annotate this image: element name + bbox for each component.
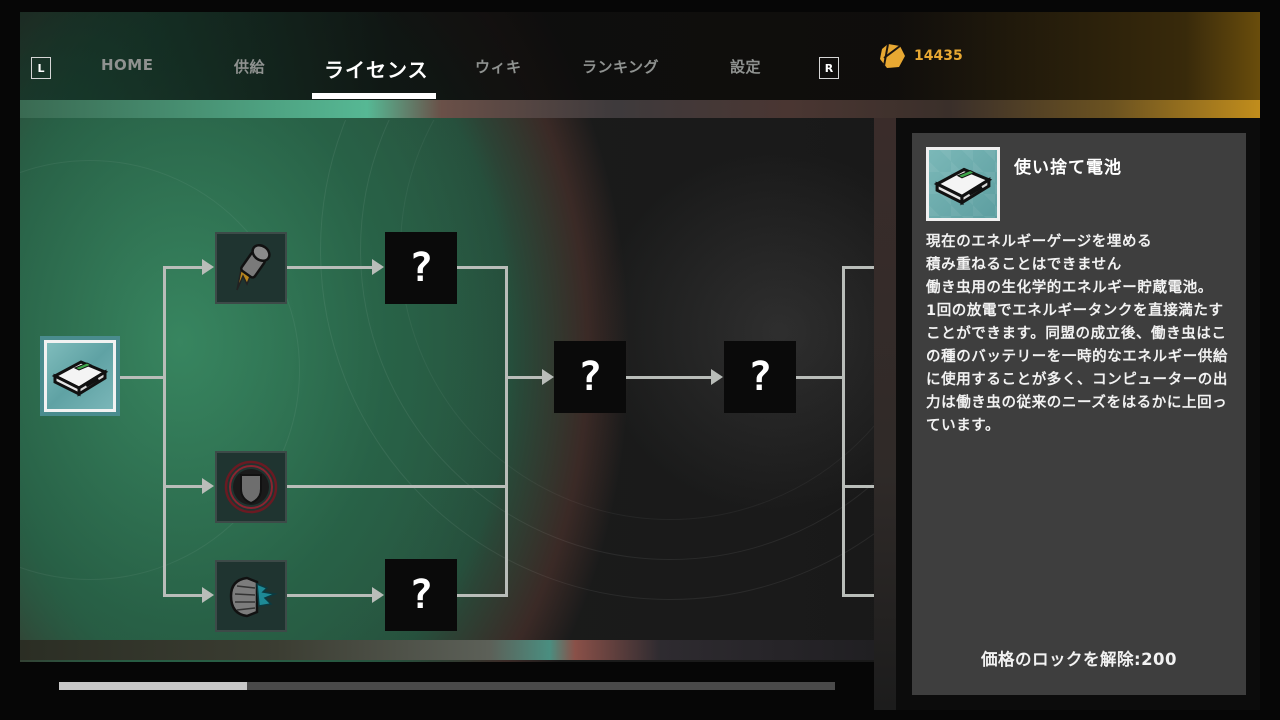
arrow-icon bbox=[711, 369, 723, 385]
tree-bottom-edge bbox=[20, 640, 874, 660]
question-mark-icon: ? bbox=[408, 245, 434, 291]
active-tab-indicator bbox=[312, 93, 436, 99]
item-icon-frame bbox=[926, 147, 1000, 221]
question-mark-icon: ? bbox=[577, 354, 603, 400]
question-mark-icon: ? bbox=[747, 354, 773, 400]
tab-supply[interactable]: 供給 bbox=[234, 58, 266, 76]
prev-tab-button[interactable]: L bbox=[31, 57, 51, 79]
tree-node-locked[interactable]: ? bbox=[724, 341, 796, 413]
tab-settings[interactable]: 設定 bbox=[730, 58, 762, 76]
connector bbox=[842, 266, 874, 269]
tree-node-battery[interactable] bbox=[40, 336, 120, 416]
punch-icon bbox=[229, 576, 278, 618]
shield-icon bbox=[224, 460, 278, 514]
connector bbox=[163, 266, 166, 596]
arrow-icon bbox=[542, 369, 554, 385]
question-mark-icon: ? bbox=[408, 572, 434, 618]
next-tab-button[interactable]: R bbox=[819, 57, 839, 79]
tree-node-locked[interactable]: ? bbox=[385, 232, 457, 304]
connector bbox=[287, 266, 373, 269]
connector bbox=[796, 376, 844, 379]
connector bbox=[118, 376, 164, 379]
arrow-icon bbox=[202, 587, 214, 603]
connector bbox=[457, 266, 507, 269]
arrow-icon bbox=[202, 478, 214, 494]
top-nav-bar bbox=[20, 12, 1260, 100]
connector bbox=[505, 376, 543, 379]
arrow-icon bbox=[372, 587, 384, 603]
connector bbox=[842, 594, 874, 597]
tab-license[interactable]: ライセンス bbox=[324, 58, 429, 82]
license-tree: ? ? ? ? bbox=[20, 118, 874, 640]
tree-node-shield[interactable] bbox=[215, 451, 287, 523]
top-nav-stripe bbox=[20, 100, 1260, 118]
connector bbox=[287, 485, 507, 488]
connector bbox=[457, 594, 507, 597]
connector bbox=[842, 485, 874, 488]
connector bbox=[163, 485, 203, 488]
tree-node-locked[interactable]: ? bbox=[554, 341, 626, 413]
connector bbox=[163, 266, 203, 269]
currency-value: 14435 bbox=[914, 48, 963, 64]
connector bbox=[842, 266, 845, 597]
currency-display: 14435 bbox=[878, 42, 963, 70]
top-nav: L HOME 供給 ライセンス ウィキ ランキング 設定 R bbox=[20, 12, 1260, 100]
tab-home[interactable]: HOME bbox=[101, 56, 154, 74]
battery-icon bbox=[51, 360, 109, 397]
connector bbox=[287, 594, 373, 597]
unlock-price-button[interactable]: 価格のロックを解除:200 bbox=[980, 650, 1178, 669]
tree-node-locked[interactable]: ? bbox=[385, 559, 457, 631]
tree-node-rocket[interactable] bbox=[215, 232, 287, 304]
crystal-icon bbox=[880, 43, 905, 68]
tab-wiki[interactable]: ウィキ bbox=[475, 58, 522, 76]
arrow-icon bbox=[372, 259, 384, 275]
battery-icon bbox=[933, 167, 993, 206]
detail-panel: 使い捨て電池 現在のエネルギーゲージを埋める 積み重ねることはできません 働き虫… bbox=[912, 133, 1246, 695]
item-title: 使い捨て電池 bbox=[1014, 158, 1122, 178]
item-description: 現在のエネルギーゲージを埋める 積み重ねることはできません 働き虫用の生化学的エ… bbox=[926, 234, 1228, 434]
tree-scrollbar-thumb[interactable] bbox=[59, 682, 247, 690]
connector bbox=[505, 266, 508, 597]
rocket-icon bbox=[236, 244, 271, 291]
tree-node-punch[interactable] bbox=[215, 560, 287, 632]
arrow-icon bbox=[202, 259, 214, 275]
tree-right-edge bbox=[874, 118, 896, 710]
connector bbox=[163, 594, 203, 597]
connector bbox=[626, 376, 712, 379]
tree-scrollbar[interactable] bbox=[59, 682, 835, 690]
tab-ranking[interactable]: ランキング bbox=[582, 58, 660, 76]
